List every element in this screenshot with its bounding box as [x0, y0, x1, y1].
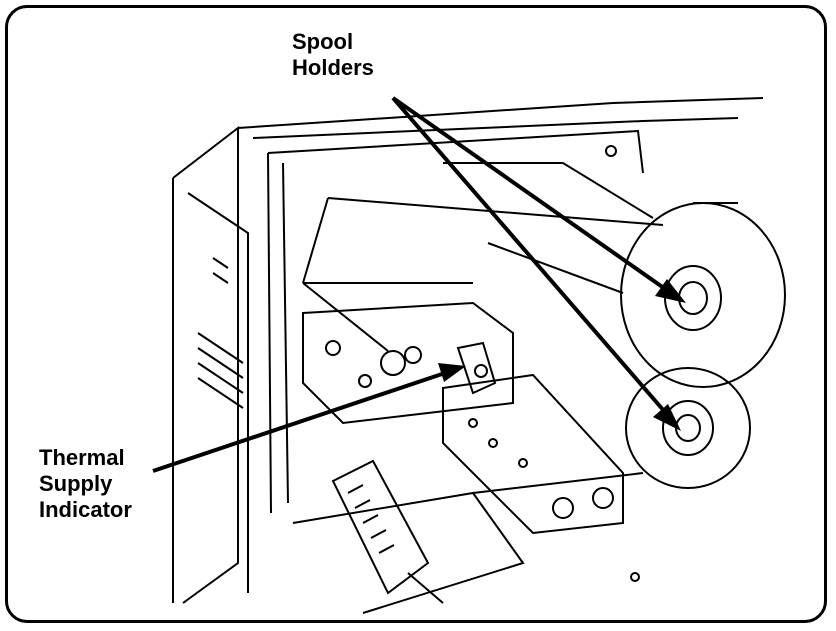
thermal-label-line-3: Indicator: [39, 497, 132, 522]
spool-holders-line-2: Holders: [292, 55, 374, 80]
printer-housing: [172, 97, 764, 604]
thermal-label-line-1: Thermal: [39, 445, 125, 470]
spool-holders-line-1: Spool: [292, 29, 354, 54]
arrowheads: [438, 279, 686, 431]
arrowhead-upper: [655, 279, 686, 303]
side-plate: [442, 373, 624, 535]
leader-arrows: [152, 96, 673, 473]
arrow-to-thermal-indicator: [152, 369, 452, 473]
upper-spool: [620, 202, 786, 388]
printhead-carriage: [302, 301, 514, 425]
arrow-to-lower-spool: [391, 96, 673, 421]
thermal-label-line-2: Supply: [39, 471, 113, 496]
ribbon-path: [302, 162, 664, 352]
illustration-frame: Spool Holders Thermal Supply Indicator: [5, 5, 827, 623]
printer-mechanism-drawing: [152, 96, 786, 614]
platen-roller: [331, 459, 444, 604]
thermal-supply-indicator-label: Thermal Supply Indicator: [39, 445, 132, 523]
arrow-to-upper-spool: [391, 96, 673, 295]
lower-spool: [625, 367, 751, 489]
arrowhead-thermal: [438, 363, 466, 382]
printer-cavity: [267, 129, 644, 614]
spool-holders-label: Spool Holders: [292, 29, 374, 81]
arrowhead-lower: [653, 404, 681, 431]
